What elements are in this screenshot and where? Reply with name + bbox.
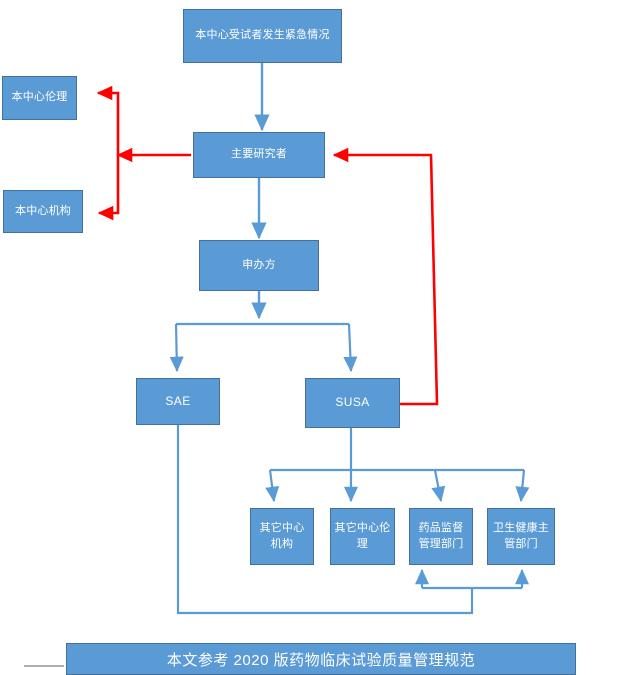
edge-sponsor-to-sae (169, 323, 184, 373)
edge-pi-to-local-institution (97, 155, 120, 221)
node-other-ethics[interactable]: 其它中心伦 理 (330, 508, 395, 565)
node-susa[interactable]: SUSA (305, 378, 400, 428)
edge-sponsor-to-susa (343, 323, 358, 373)
edge-susa-to-pi (332, 147, 439, 406)
edge-susa-to-other-institution (265, 469, 280, 503)
node-drug-administration[interactable]: 药品监督 管理部门 (409, 508, 473, 565)
edge-susa-to-health-authority (515, 469, 530, 503)
node-local-ethics[interactable]: 本中心伦理 (2, 76, 77, 120)
node-other-institution[interactable]: 其它中心 机构 (250, 508, 314, 565)
node-sponsor[interactable]: 申办方 (199, 240, 319, 291)
corner-handle-line (24, 665, 64, 667)
edge-susa-to-drug-admin (431, 469, 446, 503)
node-principal-investigator[interactable]: 主要研究者 (193, 132, 325, 178)
edge-pi-to-local-ethics (96, 85, 120, 155)
node-sae[interactable]: SAE (136, 378, 220, 425)
node-health-authority[interactable]: 卫生健康主 管部门 (487, 508, 555, 565)
reference-banner: 本文参考 2020 版药物临床试验质量管理规范 (66, 643, 576, 675)
node-emergency[interactable]: 本中心受试者发生紧急情况 (183, 9, 342, 63)
node-local-institution[interactable]: 本中心机构 (3, 190, 83, 233)
